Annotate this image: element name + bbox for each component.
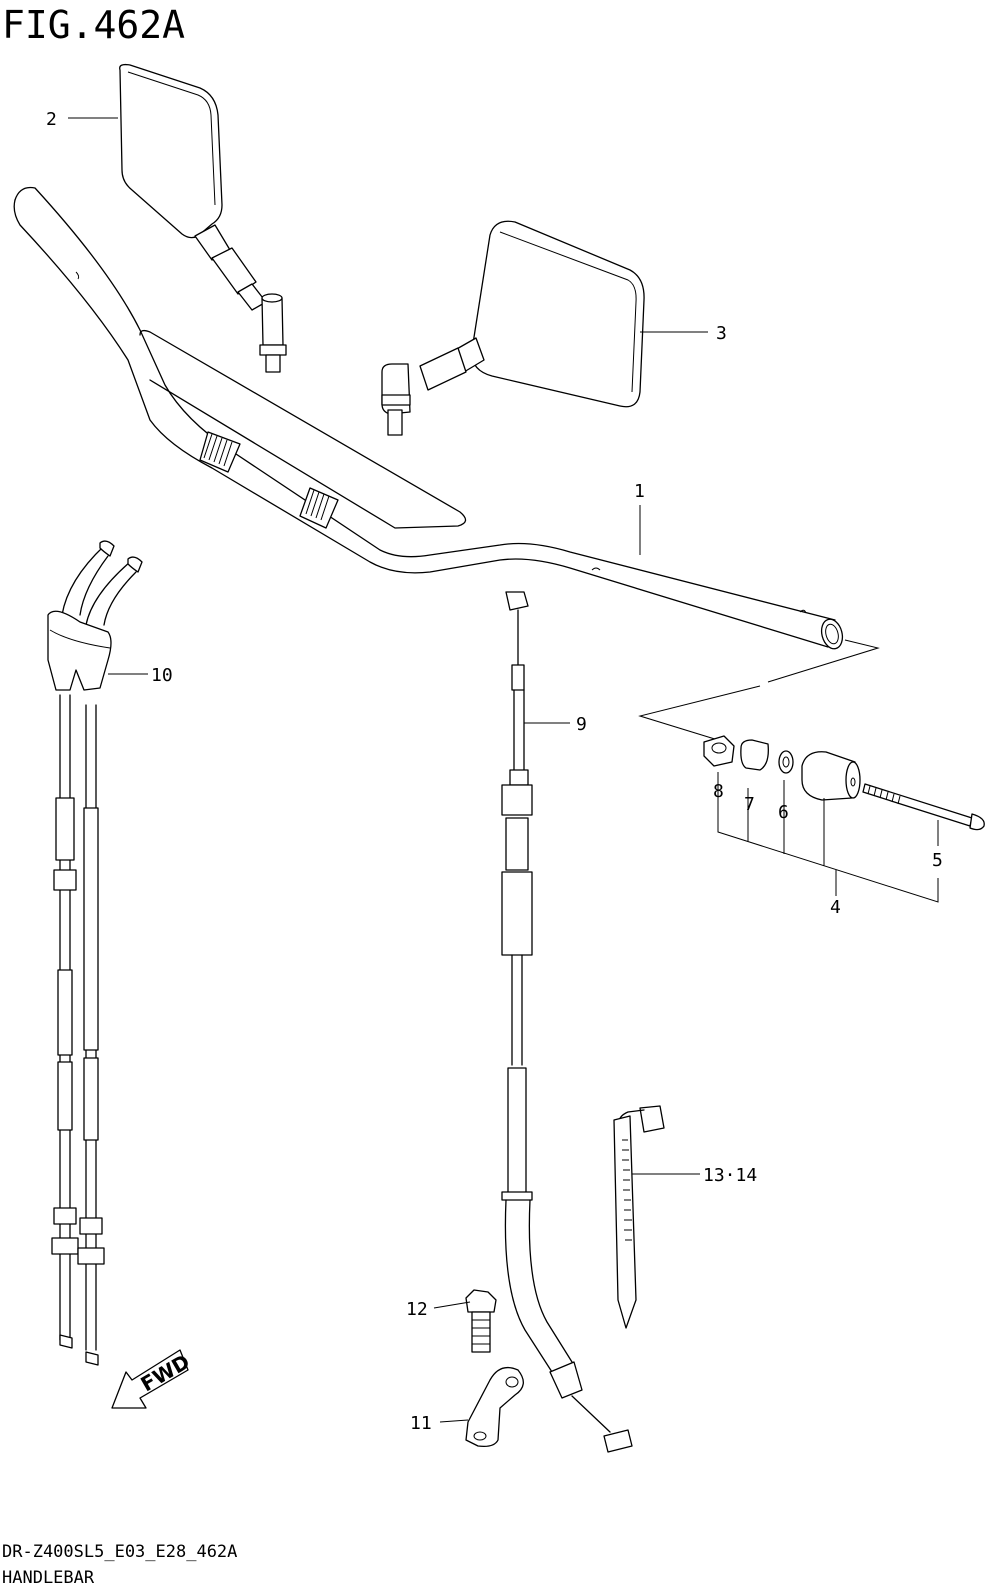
cable-tie[interactable] <box>613 1105 665 1329</box>
mirror-left[interactable] <box>119 63 287 373</box>
fwd-label: FWD <box>137 1349 194 1396</box>
bolt[interactable] <box>465 1289 497 1353</box>
leader-group-4 <box>717 772 939 903</box>
cable-bracket[interactable] <box>465 1366 524 1448</box>
clutch-cable[interactable] <box>501 591 633 1453</box>
callout-12: 12 <box>406 1299 428 1320</box>
callout-4: 4 <box>830 897 841 918</box>
callout-9: 9 <box>576 714 587 735</box>
callout-3: 3 <box>716 323 727 344</box>
mirror-right[interactable] <box>381 220 645 436</box>
fwd-arrow-icon: FWD <box>111 1349 194 1409</box>
throttle-cable-assembly[interactable] <box>47 540 143 1366</box>
section-name: HANDLEBAR <box>2 1568 95 1588</box>
figure-title: FIG.462A <box>2 3 185 47</box>
callout-6: 6 <box>778 802 789 823</box>
explode-line <box>638 639 880 741</box>
callout-1: 1 <box>634 481 645 502</box>
handlebar[interactable] <box>13 186 845 652</box>
callout-8: 8 <box>713 781 724 802</box>
callout-7: 7 <box>744 794 755 815</box>
model-code: DR-Z400SL5_E03_E28_462A <box>2 1542 237 1562</box>
callout-13-14: 13·14 <box>703 1165 757 1186</box>
balancer-weight-assembly[interactable] <box>703 735 985 831</box>
callout-10: 10 <box>151 665 173 686</box>
callout-11: 11 <box>410 1413 432 1434</box>
callout-2: 2 <box>46 109 57 130</box>
callout-5: 5 <box>932 850 943 871</box>
leader-lines <box>68 117 708 1423</box>
